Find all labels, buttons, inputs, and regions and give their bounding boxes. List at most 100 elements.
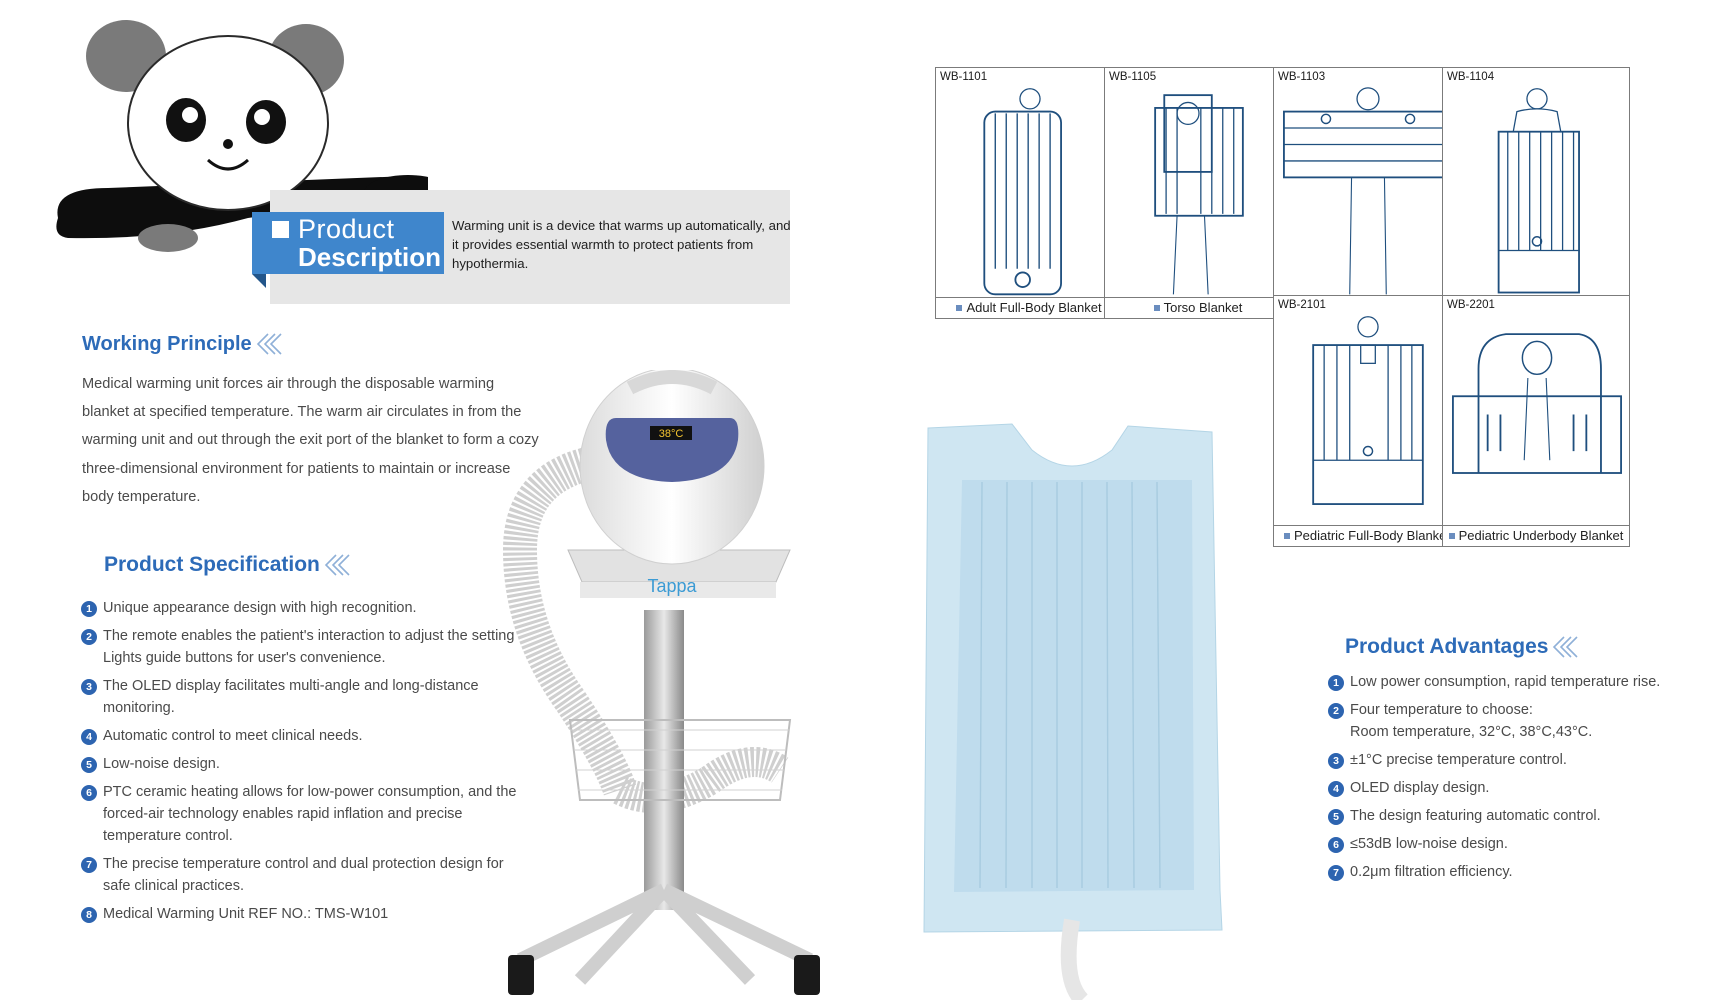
heading-text: Product Specification: [104, 553, 320, 576]
number-badge-icon: 4: [1328, 781, 1344, 797]
heading-text: Product Advantages: [1345, 635, 1549, 658]
list-item-text: Four temperature to choose:: [1350, 702, 1533, 718]
list-item-text: Automatic control to meet clinical needs…: [103, 728, 363, 744]
number-badge-icon: 3: [81, 679, 97, 695]
product-code: WB-1105: [1109, 71, 1157, 83]
list-item: 1 Low power consumption, rapid temperatur…: [1328, 671, 1708, 693]
list-item-text: Unique appearance design with high recog…: [103, 600, 417, 616]
number-badge-icon: 5: [81, 757, 97, 773]
list-item: 5 The design featuring automatic control.: [1328, 805, 1708, 827]
list-item-text: monitoring.: [103, 700, 175, 716]
list-item-text: Low power consumption, rapid temperature…: [1350, 674, 1661, 690]
number-badge-icon: 6: [81, 785, 97, 801]
specification-list: 1 Unique appearance design with high reco…: [81, 597, 541, 931]
list-item: 8 Medical Warming Unit REF NO.: TMS-W101: [81, 903, 541, 925]
working-principle-text: Medical warming unit forces air through …: [82, 376, 539, 505]
product-code: WB-1104: [1447, 71, 1495, 83]
list-item: 2 Four temperature to choose: Room tempera…: [1328, 699, 1708, 743]
list-item-text: PTC ceramic heating allows for low-power…: [103, 784, 517, 800]
number-badge-icon: 1: [81, 601, 97, 617]
number-badge-icon: 1: [1328, 675, 1344, 691]
number-badge-icon: 8: [81, 907, 97, 923]
blanket-diagram-illustration: [1452, 333, 1622, 474]
product-code: WB-1103: [1278, 71, 1326, 83]
list-item: 1 Unique appearance design with high reco…: [81, 597, 541, 619]
square-bullet-icon: [1283, 532, 1290, 539]
list-item: 7 The precise temperature control and dua…: [81, 853, 541, 897]
list-item-text: Room temperature, 32°C, 38°C,43°C.: [1350, 724, 1593, 740]
list-item: 6 ≤53dB low-noise design.: [1328, 833, 1708, 855]
list-item: 4 OLED display design.: [1328, 777, 1708, 799]
list-item: 2 The remote enables the patient's intera…: [81, 625, 541, 669]
heading-text: Working Principle: [82, 332, 252, 355]
list-item-text: safe clinical practices.: [103, 878, 245, 894]
list-item-text: The remote enables the patient's interac…: [103, 628, 515, 644]
list-item-text: 0.2μm filtration efficiency.: [1350, 864, 1513, 880]
list-item-text: The design featuring automatic control.: [1350, 808, 1601, 824]
double-chevron-left-icon: [1552, 635, 1579, 659]
product-name: Adult Full-Body Blanket: [966, 300, 1102, 315]
square-bullet-icon: [956, 304, 963, 311]
square-icon: [272, 221, 289, 238]
label-line-1: Product: [298, 214, 395, 244]
catalog-item: WB-1103Upper-Body Blanket: [1273, 67, 1461, 319]
warming-unit-photo: 38°C Tappa: [502, 370, 820, 995]
number-badge-icon: 7: [1328, 865, 1344, 881]
product-description-label: Product Description: [252, 212, 444, 274]
display-temperature: 38°C: [659, 428, 684, 440]
blanket-diagram-illustration: [1497, 88, 1580, 294]
product-specification-heading: Product Specification: [104, 553, 350, 577]
list-item-text: OLED display design.: [1350, 780, 1490, 796]
list-item-text: forced-air technology enables rapid infl…: [103, 806, 463, 822]
list-item-text: Low-noise design.: [103, 756, 220, 772]
warming-blanket-photo: [923, 423, 1223, 1000]
blanket-diagram-illustration: [1283, 87, 1453, 295]
list-item-text: Lights guide buttons for user's convenie…: [103, 650, 386, 666]
product-name-caption: Pediatric Underbody Blanket: [1443, 525, 1629, 546]
product-code: WB-1101: [940, 71, 988, 83]
blanket-diagram-illustration: [983, 88, 1062, 296]
list-item: 7 0.2μm filtration efficiency.: [1328, 861, 1708, 883]
list-item-text: The OLED display facilitates multi-angle…: [103, 678, 479, 694]
product-name: Torso Blanket: [1163, 300, 1243, 315]
label-line-2: Description: [298, 242, 442, 272]
list-item-text: Medical Warming Unit REF NO.: TMS-W101: [103, 906, 389, 922]
list-item: 5 Low-noise design.: [81, 753, 541, 775]
number-badge-icon: 5: [1328, 809, 1344, 825]
label-fold-decoration: [252, 274, 266, 288]
number-badge-icon: 6: [1328, 837, 1344, 853]
product-description-text: Warming unit is a device that warms up a…: [452, 218, 791, 271]
product-name: Pediatric Full-Body Blanket: [1293, 528, 1451, 543]
list-item-text: ≤53dB low-noise design.: [1350, 836, 1508, 852]
working-principle-heading: Working Principle: [82, 332, 282, 356]
advantages-list: 1 Low power consumption, rapid temperatur…: [1328, 671, 1708, 889]
double-chevron-left-icon: [256, 332, 282, 356]
number-badge-icon: 2: [81, 629, 97, 645]
product-advantages-heading: Product Advantages: [1345, 635, 1579, 659]
list-item: 6 PTC ceramic heating allows for low-powe…: [81, 781, 541, 847]
number-badge-icon: 2: [1328, 703, 1344, 719]
list-item: 4 Automatic control to meet clinical need…: [81, 725, 541, 747]
number-badge-icon: 3: [1328, 753, 1344, 769]
blanket-diagram-illustration: [1154, 94, 1244, 295]
list-item-text: temperature control.: [103, 828, 233, 844]
list-item: 3 The OLED display facilitates multi-angl…: [81, 675, 541, 719]
double-chevron-left-icon: [324, 553, 350, 577]
number-badge-icon: 4: [81, 729, 97, 745]
square-bullet-icon: [1448, 532, 1455, 539]
number-badge-icon: 7: [81, 857, 97, 873]
brand-logo: Tappa: [647, 576, 697, 596]
product-code: WB-2201: [1447, 299, 1495, 311]
catalog-item: WB-1104Lower-body Blanket: [1442, 67, 1630, 319]
list-item: 3 ±1°C precise temperature control.: [1328, 749, 1708, 771]
blanket-diagram-illustration: [1312, 316, 1424, 505]
list-item-text: The precise temperature control and dual…: [103, 856, 504, 872]
product-name: Pediatric Underbody Blanket: [1458, 528, 1624, 543]
square-bullet-icon: [1153, 304, 1160, 311]
list-item-text: ±1°C precise temperature control.: [1350, 752, 1567, 768]
